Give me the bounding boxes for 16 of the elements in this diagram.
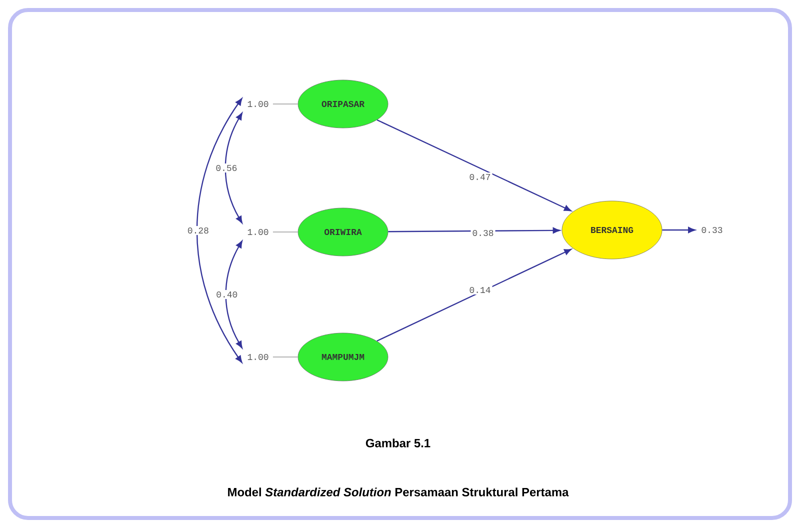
connector-line xyxy=(272,356,298,358)
arrow xyxy=(376,248,572,342)
double-headed-arrow xyxy=(196,98,242,363)
double-headed-arrow xyxy=(224,112,242,224)
connector-line xyxy=(272,103,298,105)
value-label: 0.33 xyxy=(702,226,722,234)
figure-number: Gambar 5.1 xyxy=(366,438,430,448)
value-label: 1.00 xyxy=(248,228,268,236)
arrow xyxy=(662,226,696,234)
arrow xyxy=(376,119,572,212)
connector-line xyxy=(272,231,298,233)
double-headed-arrow xyxy=(225,240,242,348)
value-label: 1.00 xyxy=(248,354,268,360)
value-label: 1.00 xyxy=(248,100,268,108)
arrow xyxy=(388,227,560,234)
caption: Model Standardized Solution Persamaan Struktural Pertama xyxy=(228,488,569,496)
